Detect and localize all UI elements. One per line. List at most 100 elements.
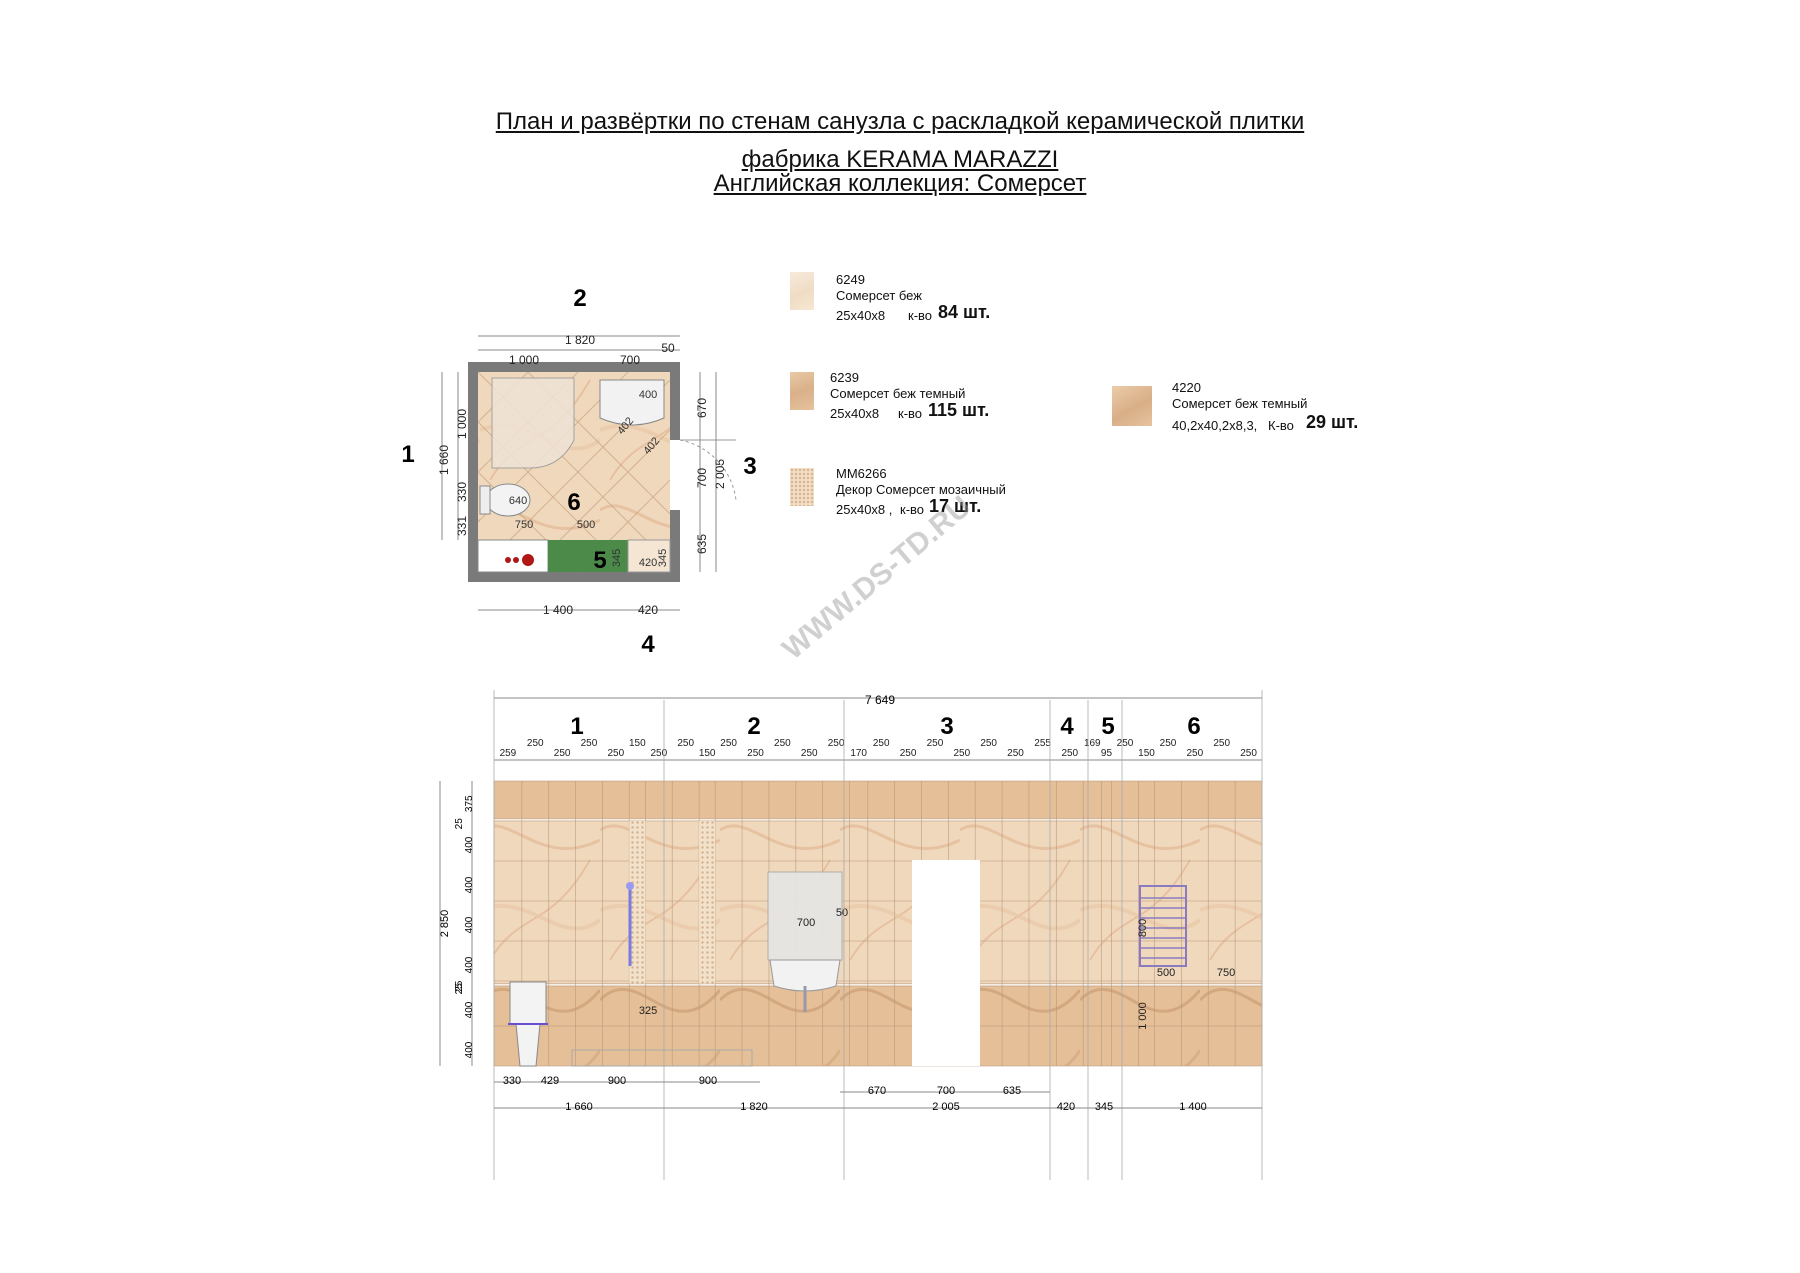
- legend-size: 25x40x8: [830, 406, 880, 421]
- control-dot-icon: [505, 557, 511, 563]
- plan-dim-label: 330: [455, 482, 469, 502]
- column-width-label: 250: [1117, 738, 1134, 749]
- plan-dim-label: 670: [695, 398, 709, 418]
- plan-wall-number: 5: [593, 547, 606, 574]
- bottom-dim-label: 330: [503, 1075, 521, 1087]
- plan-inner-dim: 345: [611, 549, 623, 567]
- column-width-label: 250: [527, 738, 544, 749]
- legend-qty: 84 шт.: [938, 302, 991, 322]
- elevation-inner-dim: 1 000: [1137, 1002, 1149, 1030]
- washing-machine-icon: [477, 539, 549, 573]
- legend-item-4220: 4220 Сомерсет беж темный 40,2x40,2x8,3, …: [1112, 380, 1402, 440]
- legend-code: 6249: [836, 272, 865, 287]
- plan-inner-dim: 420: [639, 557, 657, 569]
- row-height-label: 400: [464, 916, 475, 933]
- mosaic-decor-strip: [629, 821, 646, 984]
- plan-wall-number: 2: [573, 285, 586, 312]
- column-width-label: 150: [629, 738, 646, 749]
- elevation-wall-number: 5: [1101, 713, 1114, 740]
- top-dark-band: [494, 781, 1262, 819]
- bottom-dim-label: 1 660: [565, 1101, 593, 1113]
- control-knob-icon: [522, 554, 534, 566]
- column-width-label: 250: [801, 748, 818, 759]
- plan-dim-label: 50: [661, 341, 675, 355]
- bottom-dark-band: [494, 983, 1262, 1066]
- elevation-inner-dim: 500: [1157, 967, 1175, 979]
- bottom-dim-label: 420: [1057, 1101, 1075, 1113]
- column-width-label: 250: [1187, 748, 1204, 759]
- column-width-label: 169: [1084, 738, 1101, 749]
- shower-tray-elevation: [571, 1049, 753, 1067]
- legend-name: Сомерсет беж темный: [1172, 396, 1308, 411]
- plan-dim-label: 700: [620, 353, 640, 367]
- legend-item-mm6266: ММ6266 Декор Сомерсет мозаичный 25x40x8 …: [790, 466, 1070, 526]
- legend-code: 6239: [830, 370, 859, 385]
- elevation-inner-dim: 750: [1217, 967, 1235, 979]
- sink-icon: [599, 379, 665, 426]
- legend-qty-label: к-во: [900, 502, 925, 517]
- elevation-wall-number: 3: [940, 713, 953, 740]
- plan-dim-label: 2 005: [713, 459, 727, 489]
- bottom-dim-label: 2 005: [932, 1101, 960, 1113]
- legend-code: 4220: [1172, 380, 1201, 395]
- legend-code: ММ6266: [836, 466, 887, 481]
- elevation-inner-dim: 50: [836, 907, 848, 919]
- plan-dim-label: 1 400: [543, 603, 573, 617]
- row-height-label: 400: [464, 1001, 475, 1018]
- column-width-label: 250: [1061, 748, 1078, 759]
- column-width-label: 255: [1034, 738, 1051, 749]
- plan-inner-dim: 345: [657, 549, 669, 567]
- column-width-label: 250: [1160, 738, 1177, 749]
- plan-inner-dim: 750: [515, 519, 533, 531]
- mirror-icon: [767, 871, 843, 961]
- legend-item-6239: 6239 Сомерсет беж темный 25x40x8 к-во 11…: [790, 370, 1050, 430]
- column-width-label: 250: [607, 748, 624, 759]
- bottom-dim-label: 1 820: [740, 1101, 768, 1113]
- column-width-label: 250: [1007, 748, 1024, 759]
- door-swing-icon: [679, 439, 737, 501]
- row-height-label: 375: [464, 795, 475, 812]
- legend-name: Сомерсет беж: [836, 288, 922, 303]
- column-width-label: 250: [581, 738, 598, 749]
- plan-dim-label: 420: [638, 603, 658, 617]
- bottom-dim-label: 429: [541, 1075, 559, 1087]
- plan-inner-dim: 640: [509, 495, 527, 507]
- plan-dim-label: 700: [695, 468, 709, 488]
- door-opening: [670, 440, 680, 510]
- legend-name: Декор Сомерсет мозаичный: [836, 482, 1006, 497]
- elevation-wall-number: 2: [747, 713, 760, 740]
- control-dot-icon: [513, 557, 519, 563]
- column-width-label: 250: [554, 748, 571, 759]
- niche-box: [548, 540, 628, 572]
- bottom-dim-label: 670: [868, 1085, 886, 1097]
- bottom-dim-label: 345: [1095, 1101, 1113, 1113]
- plan-dim-label: 1 000: [455, 409, 469, 439]
- legend-qty: 115 шт.: [928, 400, 990, 420]
- column-width-label: 250: [774, 738, 791, 749]
- plan-dim-label: 1 000: [509, 353, 539, 367]
- legend-qty-label: К-во: [1268, 418, 1294, 433]
- row-height-label: 400: [464, 836, 475, 853]
- row-height-label: 400: [464, 956, 475, 973]
- border-strip: [494, 983, 1262, 986]
- elevation-inner-dim: 700: [797, 917, 815, 929]
- column-width-label: 250: [1213, 738, 1230, 749]
- plan-wall-number: 3: [743, 453, 756, 480]
- plan-dim-label: 1 660: [437, 445, 451, 475]
- shower-tray-icon: [491, 377, 575, 469]
- elevation-total-height: 2 850: [439, 910, 451, 938]
- legend-qty-label: к-во: [898, 406, 923, 421]
- towel-rail-icon: [1139, 885, 1187, 967]
- column-width-label: 250: [980, 738, 997, 749]
- legend-qty: 29 шт.: [1306, 412, 1359, 432]
- row-height-label: 25: [454, 980, 465, 992]
- column-width-label: 250: [747, 748, 764, 759]
- toilet-tank-icon: [479, 485, 491, 515]
- page-title: План и развёртки по стенам санузла с рас…: [495, 108, 1305, 135]
- column-width-label: 170: [850, 748, 867, 759]
- plan-wall-number: 1: [401, 441, 414, 468]
- legend-size: 40,2x40,2x8,3,: [1172, 418, 1258, 433]
- row-height-label: 400: [464, 876, 475, 893]
